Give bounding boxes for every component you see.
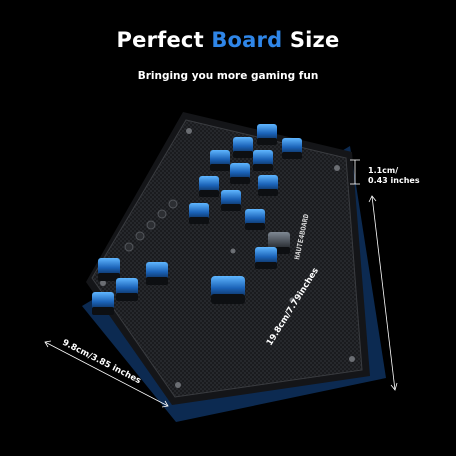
function-button: [157, 209, 167, 219]
key-cap: [98, 258, 120, 281]
key-cap: [282, 138, 302, 159]
key-cap: [221, 190, 241, 211]
board-top-panel: [91, 119, 363, 398]
key-cap: [199, 176, 219, 197]
width-arrow: [44, 341, 169, 407]
screw: [289, 297, 295, 303]
dimension-lines: [44, 159, 398, 408]
page-subtitle: Bringing you more gaming fun: [137, 70, 319, 82]
function-button: [124, 242, 134, 252]
function-buttons: [124, 199, 178, 252]
screw: [230, 248, 236, 254]
screw: [334, 165, 340, 171]
height-line-2: 0.43 inches: [368, 176, 420, 185]
key-cap: [245, 209, 265, 230]
screw: [186, 128, 192, 134]
key-cap: [211, 276, 245, 304]
key-cap: [116, 278, 138, 301]
function-button: [168, 199, 178, 209]
height-line-1: 1.1cm/: [368, 166, 399, 175]
title-accent: Board: [211, 28, 283, 52]
key-cap: [92, 292, 114, 315]
page-title: Perfect Board Size: [0, 28, 456, 52]
key-caps: [92, 124, 302, 315]
key-cap: [233, 137, 253, 158]
key-cap: [189, 203, 209, 224]
key-cap: [146, 262, 168, 285]
function-button: [135, 231, 145, 241]
screw: [100, 280, 106, 286]
screw: [349, 356, 355, 362]
arcade-controller: HAUTE4BOARD: [82, 112, 386, 422]
height-dimension-label: 1.1cm/ 0.43 inches: [368, 166, 420, 186]
length-arrow: [371, 195, 396, 391]
title-part-1: Perfect: [116, 28, 212, 52]
key-cap: [230, 163, 250, 184]
key-cap: [255, 247, 277, 269]
function-button: [146, 220, 156, 230]
key-cap: [253, 150, 273, 171]
key-cap: [258, 175, 278, 196]
key-cap: [210, 150, 230, 171]
title-part-3: Size: [282, 28, 340, 52]
key-cap: [257, 124, 277, 145]
screw: [175, 382, 181, 388]
